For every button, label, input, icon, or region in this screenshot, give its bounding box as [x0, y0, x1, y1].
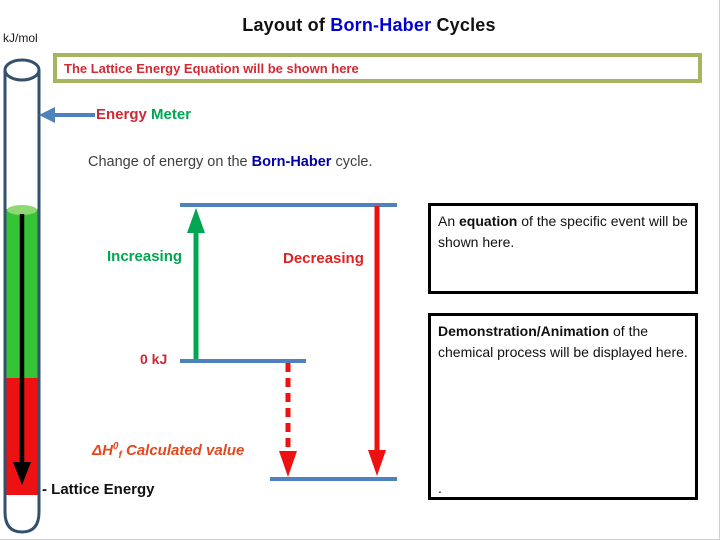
subtitle-part3: cycle.: [331, 154, 373, 170]
energy-meter-word1: Energy: [96, 106, 147, 123]
decrease-arrow-solid: [368, 206, 386, 476]
energy-meter-arrow: [39, 107, 95, 123]
title-part3: Cycles: [431, 15, 496, 35]
zero-kj-label: 0 kJ: [140, 351, 168, 367]
tube-top-opening: [3, 58, 41, 82]
lattice-equation-banner-text: The Lattice Energy Equation will be show…: [64, 60, 359, 76]
title-part1: Layout of: [242, 15, 331, 35]
title-born-haber: Born-Haber: [330, 15, 432, 35]
tube-outline: [3, 70, 41, 534]
demo-box-footer-dot: .: [438, 480, 442, 496]
delta-h-sub: f: [118, 450, 122, 461]
energy-meter-label: Energy Meter: [96, 106, 191, 123]
subtitle-part1: Change of energy on the: [88, 154, 252, 170]
tube-red-fill: [6, 378, 38, 495]
equation-info-box: An equation of the specific event will b…: [428, 203, 698, 294]
increase-arrow: [187, 208, 205, 359]
lattice-equation-banner: The Lattice Energy Equation will be show…: [53, 53, 702, 83]
energy-meter-word2: Meter: [151, 106, 192, 123]
delta-hf-label: ΔH0f Calculated value: [92, 441, 244, 461]
subtitle-born-haber: Born-Haber: [251, 154, 332, 170]
decreasing-label: Decreasing: [283, 250, 364, 267]
lattice-energy-label: - Lattice Energy: [42, 481, 155, 498]
demo-box-bold: Demonstration/Animation: [438, 323, 610, 339]
tube-green-fill: [6, 209, 38, 378]
demo-box-seg2: of the chemical process will be displaye…: [438, 323, 688, 360]
equation-box-seg1: An: [438, 213, 460, 229]
page-title: Layout of Born-Haber Cycles: [0, 15, 719, 36]
axis-unit-label: kJ/mol: [3, 31, 38, 45]
demonstration-info-box: Demonstration/Animation of the chemical …: [428, 313, 698, 500]
thermometer-tube: [3, 58, 41, 534]
delta-h-base: ΔH: [92, 442, 113, 459]
tube-meniscus: [7, 205, 37, 215]
tube-body: [5, 70, 39, 532]
tube-level-arrow: [13, 214, 31, 485]
equation-box-seg3: of the specific event will be shown here…: [438, 213, 688, 250]
subtitle: Change of energy on the Born-Haber cycle…: [88, 154, 373, 170]
delta-h-sup: 0: [112, 441, 119, 452]
increasing-label: Increasing: [107, 248, 183, 265]
delta-h-rest: Calculated value: [121, 442, 245, 459]
equation-box-bold: equation: [459, 213, 518, 229]
decrease-arrow-dashed: [279, 363, 297, 477]
